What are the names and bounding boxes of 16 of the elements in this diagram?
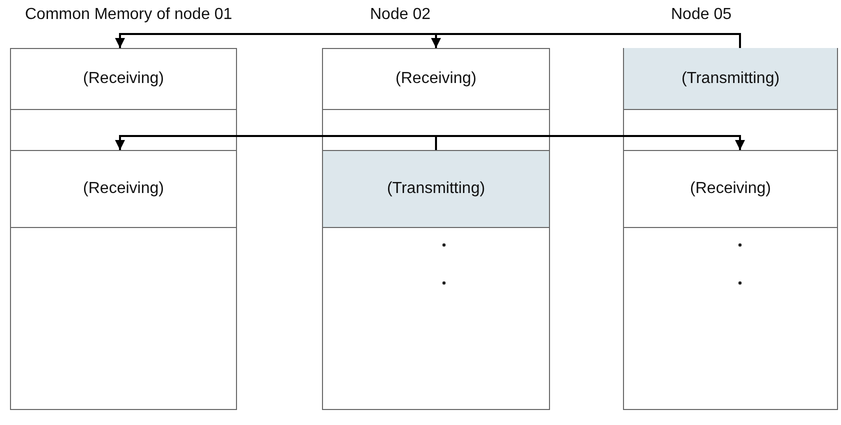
area-label: (Receiving) xyxy=(83,180,164,198)
column-heading: Node 05 xyxy=(671,6,732,24)
arrow xyxy=(435,135,745,150)
receive-area xyxy=(11,150,236,228)
column-heading: Node 02 xyxy=(370,6,430,24)
area-label: (Transmitting) xyxy=(386,180,486,198)
transmit-area xyxy=(624,48,837,110)
area-label: (Receiving) xyxy=(690,180,771,198)
transmit-area xyxy=(323,150,549,228)
arrow xyxy=(115,135,437,150)
area-label: (Transmitting) xyxy=(681,70,780,88)
area-label: (Receiving) xyxy=(396,70,476,88)
arrow xyxy=(431,33,741,48)
area-label: (Receiving) xyxy=(83,70,164,88)
column-heading: Common Memory of node 01 xyxy=(25,6,232,24)
receive-area xyxy=(624,150,837,228)
